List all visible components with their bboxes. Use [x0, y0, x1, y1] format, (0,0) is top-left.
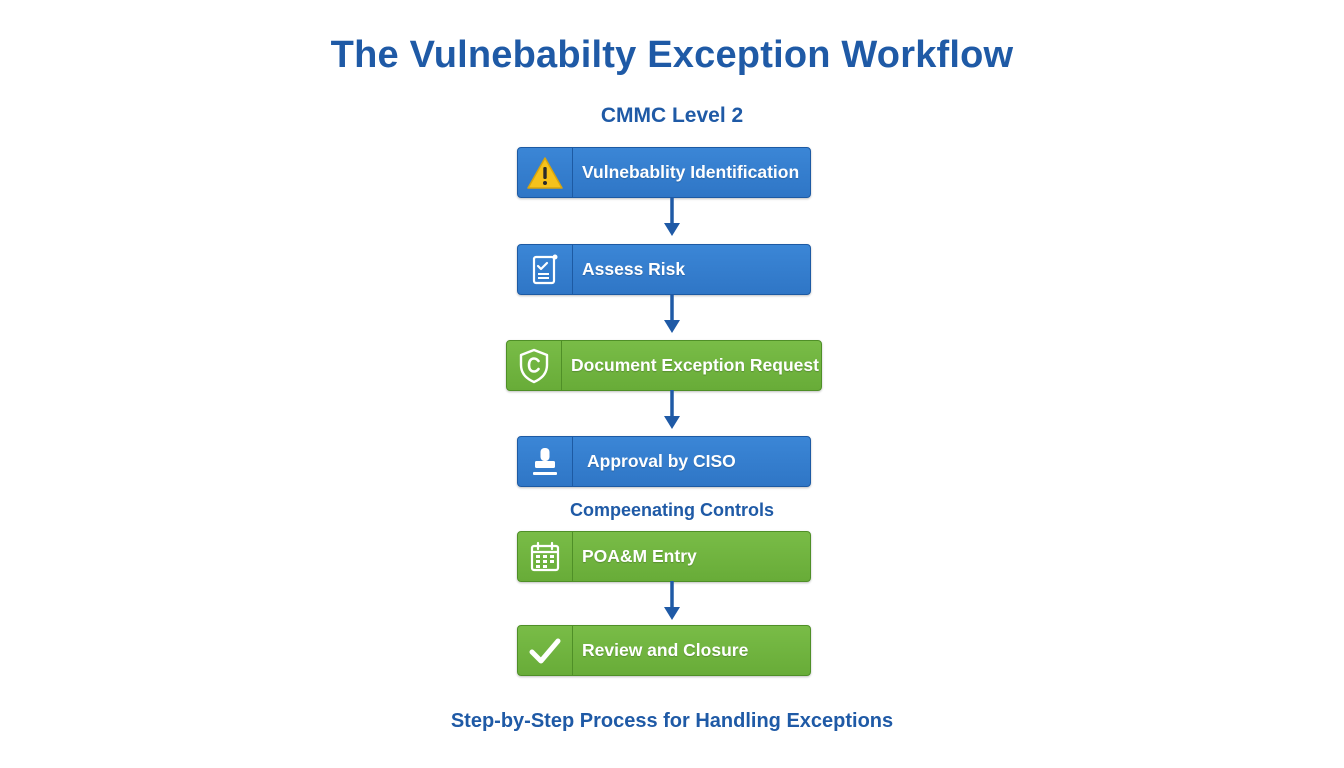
flow-arrow: [664, 197, 680, 236]
step-poam-entry: POA&M Entry: [517, 531, 811, 582]
step-assess-risk: Assess Risk: [517, 244, 811, 295]
step-document-exception-request: Document Exception Request: [506, 340, 822, 391]
flow-arrow: [664, 390, 680, 429]
shield-icon: [507, 341, 562, 390]
step-label: Assess Risk: [582, 259, 686, 279]
compensating-controls-label: Compeenating Controls: [569, 500, 774, 520]
step-label: Approval by CISO: [587, 451, 736, 471]
stamp-icon: [518, 437, 573, 486]
checkmark-icon: [518, 626, 573, 675]
flow-arrow: [664, 294, 680, 333]
diagram-footer: Step-by-Step Process for Handling Except…: [450, 710, 894, 732]
step-label: Review and Closure: [582, 640, 749, 660]
warning-icon: [518, 148, 573, 197]
step-label: Vulnebablity Identification: [582, 162, 800, 182]
checklist-icon: [518, 245, 573, 294]
step-approval-by-ciso: Approval by CISO: [517, 436, 811, 487]
step-vulnerability-identification: Vulnebablity Identification: [517, 147, 811, 198]
flow-arrow: [664, 581, 680, 620]
diagram-title: The Vulnebabilty Exception Workflow: [330, 34, 1014, 76]
step-label: POA&M Entry: [582, 546, 697, 566]
step-review-and-closure: Review and Closure: [517, 625, 811, 676]
calendar-icon: [518, 532, 573, 581]
diagram-subtitle: CMMC Level 2: [600, 104, 744, 127]
step-label: Document Exception Request: [571, 355, 819, 375]
